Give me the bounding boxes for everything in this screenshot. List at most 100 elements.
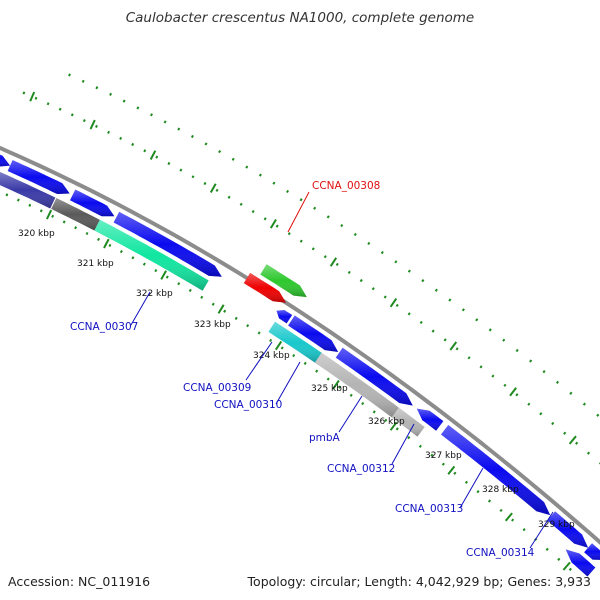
- upper-dot-34: [431, 329, 435, 333]
- tick-label-321: 321 kbp: [77, 259, 114, 269]
- lower-dot-20: [211, 302, 215, 306]
- callout-line-ccna-00308: [287, 191, 310, 233]
- tick-label-324: 324 kbp: [253, 351, 290, 361]
- lower-dot-35: [384, 418, 388, 422]
- upper-dot-9: [131, 142, 135, 147]
- outer-dot-37: [569, 391, 573, 395]
- lower-dot-16: [165, 275, 169, 279]
- gene-label-ccna-00307[interactable]: CCNA_00307: [70, 321, 138, 333]
- upper-dot-3: [58, 107, 62, 111]
- lower-dot-28: [303, 361, 307, 365]
- upper-dot-18: [239, 202, 243, 206]
- topology-label: Topology:: [247, 574, 307, 589]
- callout-line-ccna-00309: [245, 341, 273, 381]
- outer-dot-35: [542, 370, 546, 374]
- major-tick-8: [269, 218, 277, 229]
- outer-dot-2: [95, 86, 99, 90]
- upper-dot-26: [335, 262, 339, 267]
- outer-dot-27: [434, 288, 438, 292]
- genome-stats: Topology: circular; Length: 4,042,929 bp…: [247, 574, 591, 589]
- gene-label-ccna-00310[interactable]: CCNA_00310: [214, 399, 282, 411]
- outer-dot-12: [231, 157, 235, 161]
- outer-dot-23: [380, 250, 384, 255]
- lower-dot-43: [476, 490, 480, 494]
- gene-label-ccna-00312[interactable]: CCNA_00312: [327, 463, 395, 475]
- upper-dot-14: [191, 175, 195, 179]
- outer-dot-11: [218, 150, 222, 154]
- gene-block-small-shade: [276, 310, 293, 324]
- major-tick-21: [562, 561, 571, 571]
- upper-dot-33: [419, 320, 423, 324]
- upper-dot-10: [143, 149, 147, 153]
- lower-dot-44: [487, 499, 492, 503]
- outer-dot-24: [394, 260, 398, 264]
- major-tick-15: [389, 421, 398, 431]
- lower-dot-10: [97, 237, 100, 241]
- gene-label-pmba[interactable]: pmbA: [309, 432, 341, 444]
- gene-block-ccna-00310-shade: [335, 347, 413, 406]
- gene-block-ccna-00308-shade: [260, 264, 307, 298]
- lower-dot-9: [85, 231, 89, 236]
- upper-dot-8: [119, 136, 123, 140]
- callout-lines: [130, 191, 554, 549]
- gene-label-ccna-00313[interactable]: CCNA_00313: [395, 503, 463, 515]
- outer-dot-31: [488, 328, 492, 332]
- lower-dot-50: [557, 557, 561, 561]
- upper-dot-37: [467, 356, 471, 360]
- upper-dot-12: [167, 161, 171, 166]
- gene-block-a-shade: [0, 154, 11, 167]
- upper-dot-28: [359, 278, 363, 283]
- accession-value: NC_011916: [78, 574, 151, 589]
- major-tick-5: [103, 238, 110, 249]
- genes-value: 3,933: [555, 574, 591, 589]
- lower-dot-32: [349, 393, 353, 397]
- gene-block-red-shade: [243, 272, 286, 303]
- gene-label-ccna-00308[interactable]: CCNA_00308: [312, 180, 380, 192]
- upper-dot-7: [107, 130, 111, 134]
- outer-dot-22: [367, 241, 371, 246]
- tick-label-320: 320 kbp: [18, 229, 55, 239]
- gene-label-ccna-00309[interactable]: CCNA_00309: [183, 382, 251, 394]
- lower-tick-row: [5, 193, 572, 571]
- gene-label-ccna-00314[interactable]: CCNA_00314: [466, 547, 535, 559]
- upper-dot-24: [311, 247, 315, 251]
- outer-dot-4: [122, 99, 126, 103]
- major-tick-13: [332, 379, 340, 390]
- major-tick-9: [217, 304, 225, 314]
- tick-label-328: 328 kbp: [482, 485, 519, 495]
- lower-dot-19: [200, 295, 204, 299]
- upper-dot-1: [34, 96, 38, 100]
- upper-dot-46: [575, 441, 579, 445]
- major-tick-10: [329, 257, 338, 267]
- callout-line-ccna-00312: [391, 423, 415, 465]
- outer-dot-10: [204, 142, 208, 146]
- lower-dot-40: [441, 462, 445, 466]
- major-tick-14: [449, 341, 458, 351]
- lower-dot-49: [545, 547, 549, 551]
- upper-dot-11: [155, 155, 159, 159]
- lower-dot-18: [188, 288, 192, 293]
- gene-block-ccna-00307-shade: [94, 219, 209, 291]
- lower-dot-33: [361, 401, 365, 406]
- upper-dot-16: [215, 188, 219, 192]
- outer-dot-8: [177, 127, 181, 131]
- gene-track: [0, 154, 600, 577]
- outer-dot-19: [326, 215, 330, 219]
- map-title: Caulobacter crescentus NA1000, complete …: [125, 10, 475, 26]
- upper-dot-29: [371, 287, 375, 291]
- upper-dot-27: [347, 270, 351, 275]
- gene-labels: CCNA_00308 CCNA_00307 CCNA_00309 CCNA_00…: [70, 180, 535, 559]
- lower-dot-14: [142, 262, 146, 266]
- lower-dot-26: [280, 346, 284, 350]
- outer-dot-13: [245, 165, 249, 169]
- major-tick-19: [504, 512, 513, 522]
- outer-dot-34: [529, 359, 533, 363]
- lower-dot-46: [511, 518, 515, 522]
- lower-dot-36: [395, 427, 399, 431]
- callout-line-ccna-00313: [459, 467, 484, 509]
- lower-dot-23: [246, 324, 250, 328]
- gene-block-ccna-00313-shade: [441, 425, 551, 516]
- callout-line-ccna-00314: [529, 511, 554, 549]
- upper-dot-36: [455, 347, 459, 351]
